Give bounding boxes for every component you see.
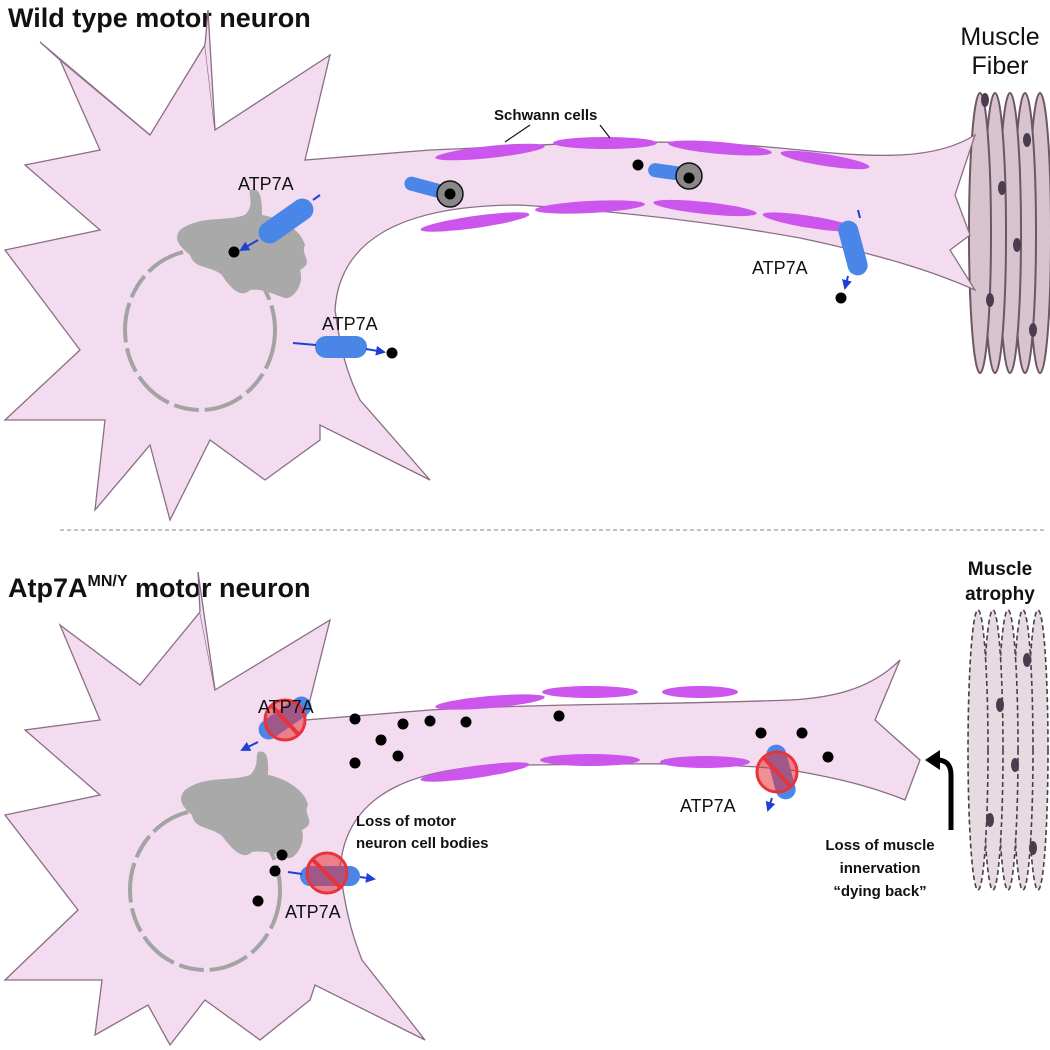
muscle-atrophy-line2: atrophy — [965, 584, 1035, 605]
vesicle-transporter — [404, 176, 464, 208]
no-symbol-icon — [305, 851, 349, 895]
top-title: Wild type motor neuron — [8, 3, 311, 33]
muscle-nuclei — [986, 653, 1037, 855]
muscle-atrophy-line1: Muscle — [968, 559, 1032, 580]
atp7a-transporter — [835, 209, 868, 304]
muscle-label-line2: Fiber — [972, 52, 1029, 80]
loss-bodies-line2: neuron cell bodies — [356, 835, 489, 852]
dendrite — [39, 41, 151, 136]
muscle-fiber — [968, 92, 1050, 374]
loss-innervation-line2: innervation — [840, 860, 921, 877]
atp7a-label: ATP7A — [752, 258, 808, 278]
no-symbol-icon — [263, 698, 307, 742]
atp7a-label: ATP7A — [285, 902, 341, 922]
vesicle-transporter — [632, 159, 703, 190]
loss-innervation-line1: Loss of muscle — [825, 837, 934, 854]
schwann-pointer — [599, 124, 611, 139]
atp7a-transporter — [292, 336, 398, 359]
bottom-title: Atp7AMN/Y motor neuron — [8, 573, 311, 603]
inhibited-atp7a — [240, 696, 312, 751]
schwann-cells-bottom — [420, 686, 750, 782]
no-symbol-icon — [755, 750, 799, 794]
golgi-apparatus — [181, 751, 310, 859]
curved-arrow-icon — [925, 750, 954, 830]
schwann-cells-top — [420, 137, 870, 232]
atp7a-label: ATP7A — [258, 697, 314, 717]
neuron-cell-body — [3, 43, 977, 522]
inhibited-atp7a — [755, 744, 799, 812]
dendrite — [197, 571, 216, 691]
atp7a-label: ATP7A — [680, 796, 736, 816]
loss-bodies-line1: Loss of motor — [356, 813, 456, 830]
neuron-cell-body — [3, 610, 921, 1047]
copper-accumulation — [252, 710, 834, 907]
atp7a-label: ATP7A — [322, 314, 378, 334]
inhibited-atp7a — [287, 851, 376, 895]
muscle-nuclei — [981, 93, 1037, 337]
atp7a-transporter — [228, 194, 321, 258]
muscle-label-line1: Muscle — [960, 23, 1039, 51]
schwann-pointer — [504, 124, 531, 143]
dendrite — [204, 9, 216, 131]
muscle-fiber-atrophy — [967, 609, 1049, 891]
schwann-label: Schwann cells — [494, 107, 597, 124]
atp7a-label: ATP7A — [238, 174, 294, 194]
loss-innervation-line3: “dying back” — [833, 883, 926, 900]
